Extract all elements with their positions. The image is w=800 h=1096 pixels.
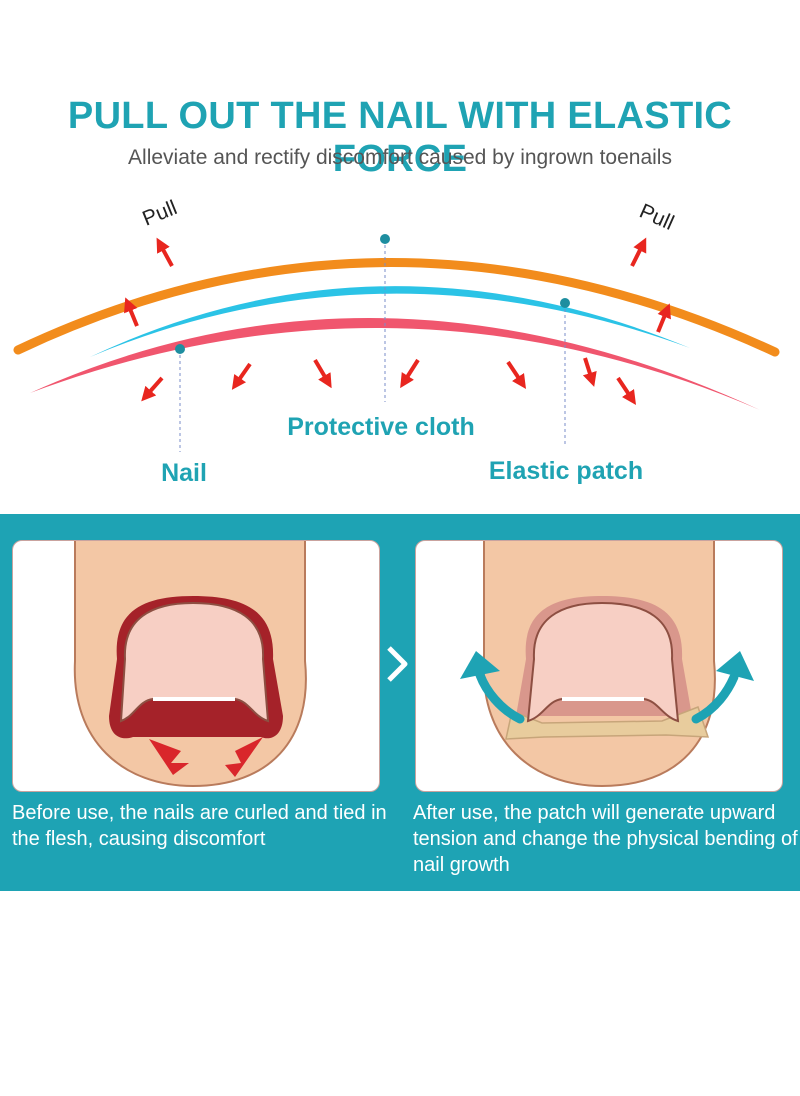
after-caption: After use, the patch will generate upwar… [413, 802, 798, 876]
label-elastic-patch: Elastic patch [489, 457, 643, 485]
pressure-arrow [141, 376, 164, 402]
pressure-arrow [506, 360, 526, 389]
marker-dot-nail [175, 344, 185, 354]
pull-arrow [656, 303, 671, 333]
pressure-arrow [231, 362, 252, 390]
pain-arrows [149, 737, 263, 777]
pain-arrow-right [225, 737, 263, 777]
pressure-arrow [313, 358, 332, 389]
page-title: PULL OUT THE NAIL WITH ELASTIC FORCE [67, 95, 733, 180]
nail-force-diagram: Pull Pull Protective cloth Nail Elastic … [13, 196, 780, 487]
pressure-arrow [616, 376, 636, 405]
comparison-band: Before use, the nails are curled and tie… [0, 514, 800, 891]
after-panel [415, 540, 783, 792]
label-nail: Nail [161, 459, 207, 487]
before-panel [12, 540, 380, 792]
pull-arrow [630, 237, 647, 267]
lift-arrow-right [691, 672, 739, 724]
lift-arrowhead-left [460, 651, 500, 679]
pull-arrows [124, 237, 671, 333]
pull-label-left: Pull [139, 196, 180, 230]
pull-arrow [124, 297, 139, 327]
pain-arrow-left [149, 739, 189, 775]
pull-label-right: Pull [636, 200, 677, 235]
after-toe-illustration [460, 541, 754, 788]
chevron-right-icon [387, 646, 408, 682]
label-protective-cloth: Protective cloth [287, 413, 475, 441]
nail-plate [119, 601, 270, 723]
marker-dot-protective [380, 234, 390, 244]
pull-arrow [156, 237, 174, 267]
marker-dot-patch [560, 298, 570, 308]
lift-arrowhead-right [716, 651, 754, 681]
before-caption: Before use, the nails are curled and tie… [12, 802, 387, 850]
elastic-patch [505, 706, 710, 740]
elastic-patch-arc [13, 258, 780, 357]
nail-band [30, 318, 760, 410]
nail-plate [526, 601, 680, 723]
protective-cloth-band [90, 286, 690, 357]
pressure-arrows [141, 357, 636, 405]
pressure-arrow [400, 358, 420, 389]
page-subtitle: Alleviate and rectify discomfort caused … [128, 146, 672, 169]
pressure-arrow [582, 357, 597, 387]
before-toe-illustration [73, 541, 307, 788]
lift-arrow-left [475, 670, 525, 724]
